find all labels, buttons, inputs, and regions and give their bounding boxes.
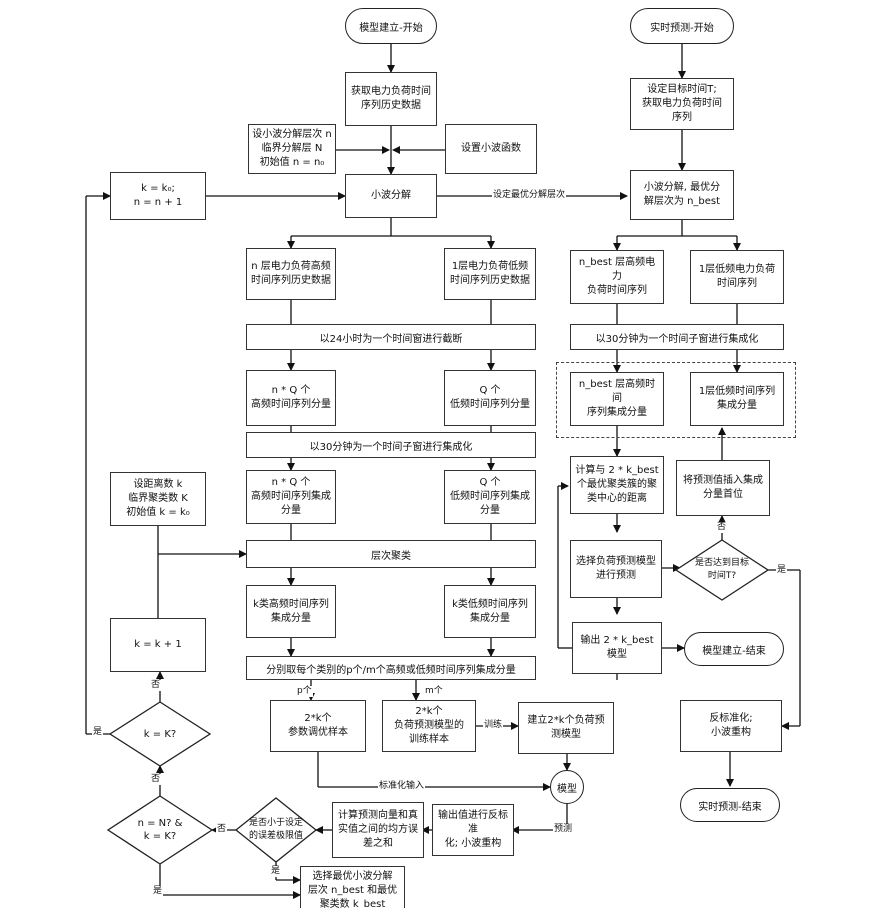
label-rt-yes: 是 [776, 565, 787, 576]
select-best-box: 选择最优小波分解 层次 n_best 和最优 聚类数 k_best [300, 866, 405, 908]
label-train: 训练 [483, 720, 503, 731]
q-low-integ-box: Q 个 低频时间序列集成 分量 [444, 470, 536, 524]
model-circle: 模型 [550, 770, 584, 804]
denorm-output-box: 输出值进行反标准 化; 小波重构 [432, 804, 514, 856]
realtime-end-terminal: 实时预测-结束 [680, 788, 780, 822]
k-high-box: k类高频时间序列 集成分量 [246, 585, 336, 638]
one-low-hist-box: 1层电力负荷低频 时间序列历史数据 [444, 248, 536, 300]
rt-integ-30min-bar: 以30分钟为一个时间子窗进行集成化 [570, 324, 784, 350]
split-components-bar: 分别取每个类别的p个/m个高频或低频时间序列集成分量 [246, 656, 536, 680]
decision-error-check-text: 是否小于设定 的误差极限值 [238, 816, 314, 844]
q-low-box: Q 个 低频时间序列分量 [444, 370, 536, 426]
k-low-box: k类低频时间序列 集成分量 [444, 585, 536, 638]
rt-set-target-box: 设定目标时间T; 获取电力负荷时间 序列 [630, 78, 734, 130]
rt-n-high-box: n_best 层高频电力 负荷时间序列 [570, 250, 664, 304]
label-predict: 预测 [553, 824, 573, 835]
label-norm-input: 标准化输入 [378, 781, 425, 792]
label-no-kinc: 否 [150, 680, 161, 691]
integ-30min-bar: 以30分钟为一个时间子窗进行集成化 [246, 432, 536, 458]
k-inc-box: k = k + 1 [110, 618, 206, 672]
rt-n-high-integ-box: n_best 层高频时间 序列集成分量 [570, 372, 664, 426]
param-samples-box: 2*k个 参数调优样本 [270, 700, 366, 752]
rt-distance-box: 计算与 2 * k_best 个最优聚类簇的聚 类中心的距离 [570, 456, 664, 514]
train-samples-box: 2*k个 负荷预测模型的 训练样本 [382, 700, 476, 752]
decision-reach-T-text: 是否达到目标 时间T? [680, 556, 764, 584]
n-high-hist-box: n 层电力负荷高频 时间序列历史数据 [246, 248, 336, 300]
get-history-box: 获取电力负荷时间 序列历史数据 [345, 72, 437, 126]
label-p-count: p个 [296, 686, 313, 697]
rt-wavelet-box: 小波分解, 最优分 解层次为 n_best [630, 170, 734, 220]
label-yes-kK: 是 [92, 727, 103, 738]
nq-high-integ-box: n * Q 个 高频时间序列集成 分量 [246, 470, 336, 524]
build-models-box: 建立2*k个负荷预 测模型 [518, 702, 614, 754]
rt-denorm-box: 反标准化; 小波重构 [680, 700, 782, 752]
compute-mse-box: 计算预测向量和真 实值之间的均方误 差之和 [332, 802, 424, 858]
label-m-count: m个 [424, 686, 444, 697]
cut-24h-bar: 以24小时为一个时间窗进行截断 [246, 324, 536, 350]
rt-output-box: 输出 2 * k_best 模型 [572, 622, 662, 674]
set-levels-box: 设小波分解层次 n 临界分解层 N 初始值 n = n₀ [248, 124, 336, 174]
label-rt-no: 否 [716, 522, 727, 533]
set-clusters-box: 设距离数 k 临界聚类数 K 初始值 k = k₀ [110, 472, 206, 526]
model-end-terminal: 模型建立-结束 [684, 632, 784, 666]
select-best-clip: 选择最优小波分解 层次 n_best 和最优 聚类数 k_best [300, 866, 405, 908]
decision-k-eq-K-text: k = K? [120, 722, 200, 746]
decision-n-k-check-text: n = N? & k = K? [118, 816, 202, 844]
label-yes-nk: 是 [152, 886, 163, 897]
hier-cluster-bar: 层次聚类 [246, 540, 536, 568]
label-yes-error: 是 [270, 866, 281, 877]
nq-high-box: n * Q 个 高频时间序列分量 [246, 370, 336, 426]
label-set-optimal: 设定最优分解层次 [492, 190, 566, 201]
set-wavelet-box: 设置小波函数 [445, 124, 537, 174]
rt-one-low-box: 1层低频电力负荷 时间序列 [690, 250, 784, 304]
rt-insert-box: 将预测值插入集成 分量首位 [676, 460, 770, 516]
label-no-kK: 否 [150, 774, 161, 785]
rt-select-model-box: 选择负荷预测模型 进行预测 [570, 540, 662, 598]
wavelet-decomp-box: 小波分解 [345, 174, 437, 218]
rt-one-low-integ-box: 1层低频时间序列 集成分量 [690, 372, 784, 426]
model-start-terminal: 模型建立-开始 [345, 8, 437, 44]
label-no-error: 否 [216, 824, 227, 835]
realtime-start-terminal: 实时预测-开始 [630, 8, 734, 44]
k-init-n-inc-box: k = k₀; n = n + 1 [110, 172, 206, 220]
